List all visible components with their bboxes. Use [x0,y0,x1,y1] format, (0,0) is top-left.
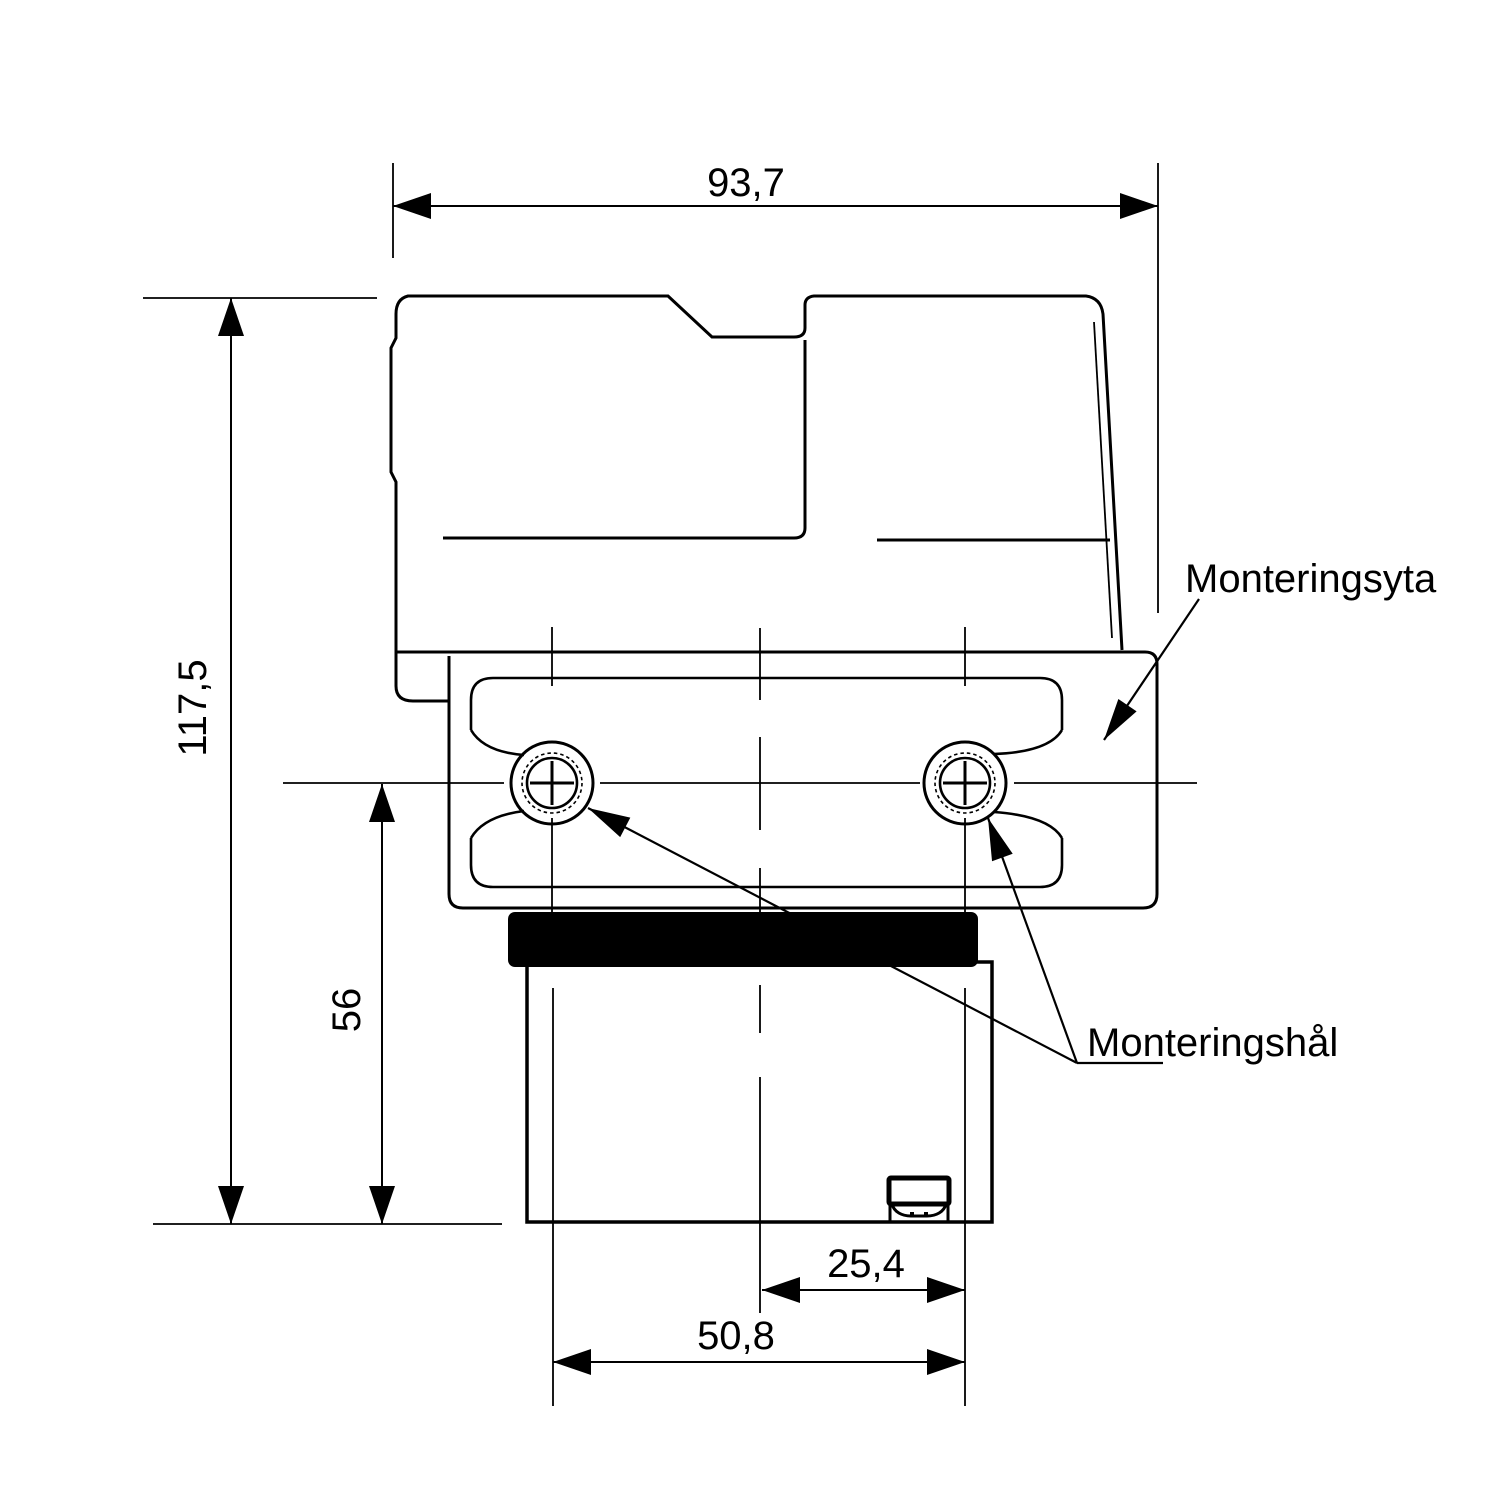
label-mounting-holes: Monteringshål [1087,1021,1338,1065]
body-right-chamfer-line [1093,321,1113,639]
latch-detail-arc [890,1203,948,1218]
mounting-hole-right-thread [934,752,996,814]
plate-recess-upper [469,676,1064,730]
arrowhead-top [369,784,395,822]
gasket-band [508,912,978,967]
dimension-overall-width: 93,7 [392,161,1159,613]
dimension-mount-face-height: 56 [325,784,395,1224]
arrowhead-left [393,193,431,219]
callout-mounting-holes: Monteringshål [587,807,1338,1065]
body-outline [389,294,1124,652]
arrowhead-right [1120,193,1158,219]
arrowhead-bottom [369,1186,395,1224]
dimension-hole-spacing: 50,8 [553,1314,965,1375]
leader-arrowhead-left-hole [588,808,631,838]
leader-line-right-hole [986,817,1079,1064]
arrowhead-bottom [218,1186,244,1224]
callout-mounting-surface: Monteringsyta [1103,557,1437,741]
plate-recess-lower [469,838,1064,889]
arrowhead-top [218,298,244,336]
body-mid-step [443,340,807,540]
mounting-hole-left [525,756,579,810]
centerlines [283,627,1197,1406]
recess-neck-left-top [469,729,525,757]
mounting-hole-right [938,756,992,810]
dim-text-hole-spacing: 50,8 [697,1314,775,1358]
leader-arrowhead [1104,699,1137,740]
latch-detail-tick-2 [924,1212,928,1216]
arrowhead-left [762,1277,800,1303]
leader-arrowhead-right-hole [988,818,1013,862]
latch-detail-sides [888,1204,950,1222]
dimension-center-to-hole: 25,4 [762,1242,965,1303]
dim-text-mount-face-height: 56 [325,988,369,1033]
recess-neck-right-top [993,729,1064,756]
body-left-tab [394,652,449,703]
dim-text-overall-height: 117,5 [171,659,215,756]
dim-text-center-to-hole: 25,4 [827,1242,905,1286]
recess-neck-right-bottom [993,810,1064,839]
label-mounting-surface: Monteringsyta [1185,557,1437,601]
dimension-overall-height: 117,5 [143,297,502,1225]
dim-text-overall-width: 93,7 [707,161,785,205]
latch-detail-frame [886,1175,952,1207]
arrowhead-right [927,1277,965,1303]
mounting-hole-left-thread [521,752,583,814]
arrowhead-right [927,1349,965,1375]
leader-line-left-hole [587,807,1078,1064]
arrowhead-left [553,1349,591,1375]
latch-detail-tick-1 [910,1212,914,1216]
mounting-plate [396,650,1159,910]
recess-neck-left-bottom [469,809,525,839]
